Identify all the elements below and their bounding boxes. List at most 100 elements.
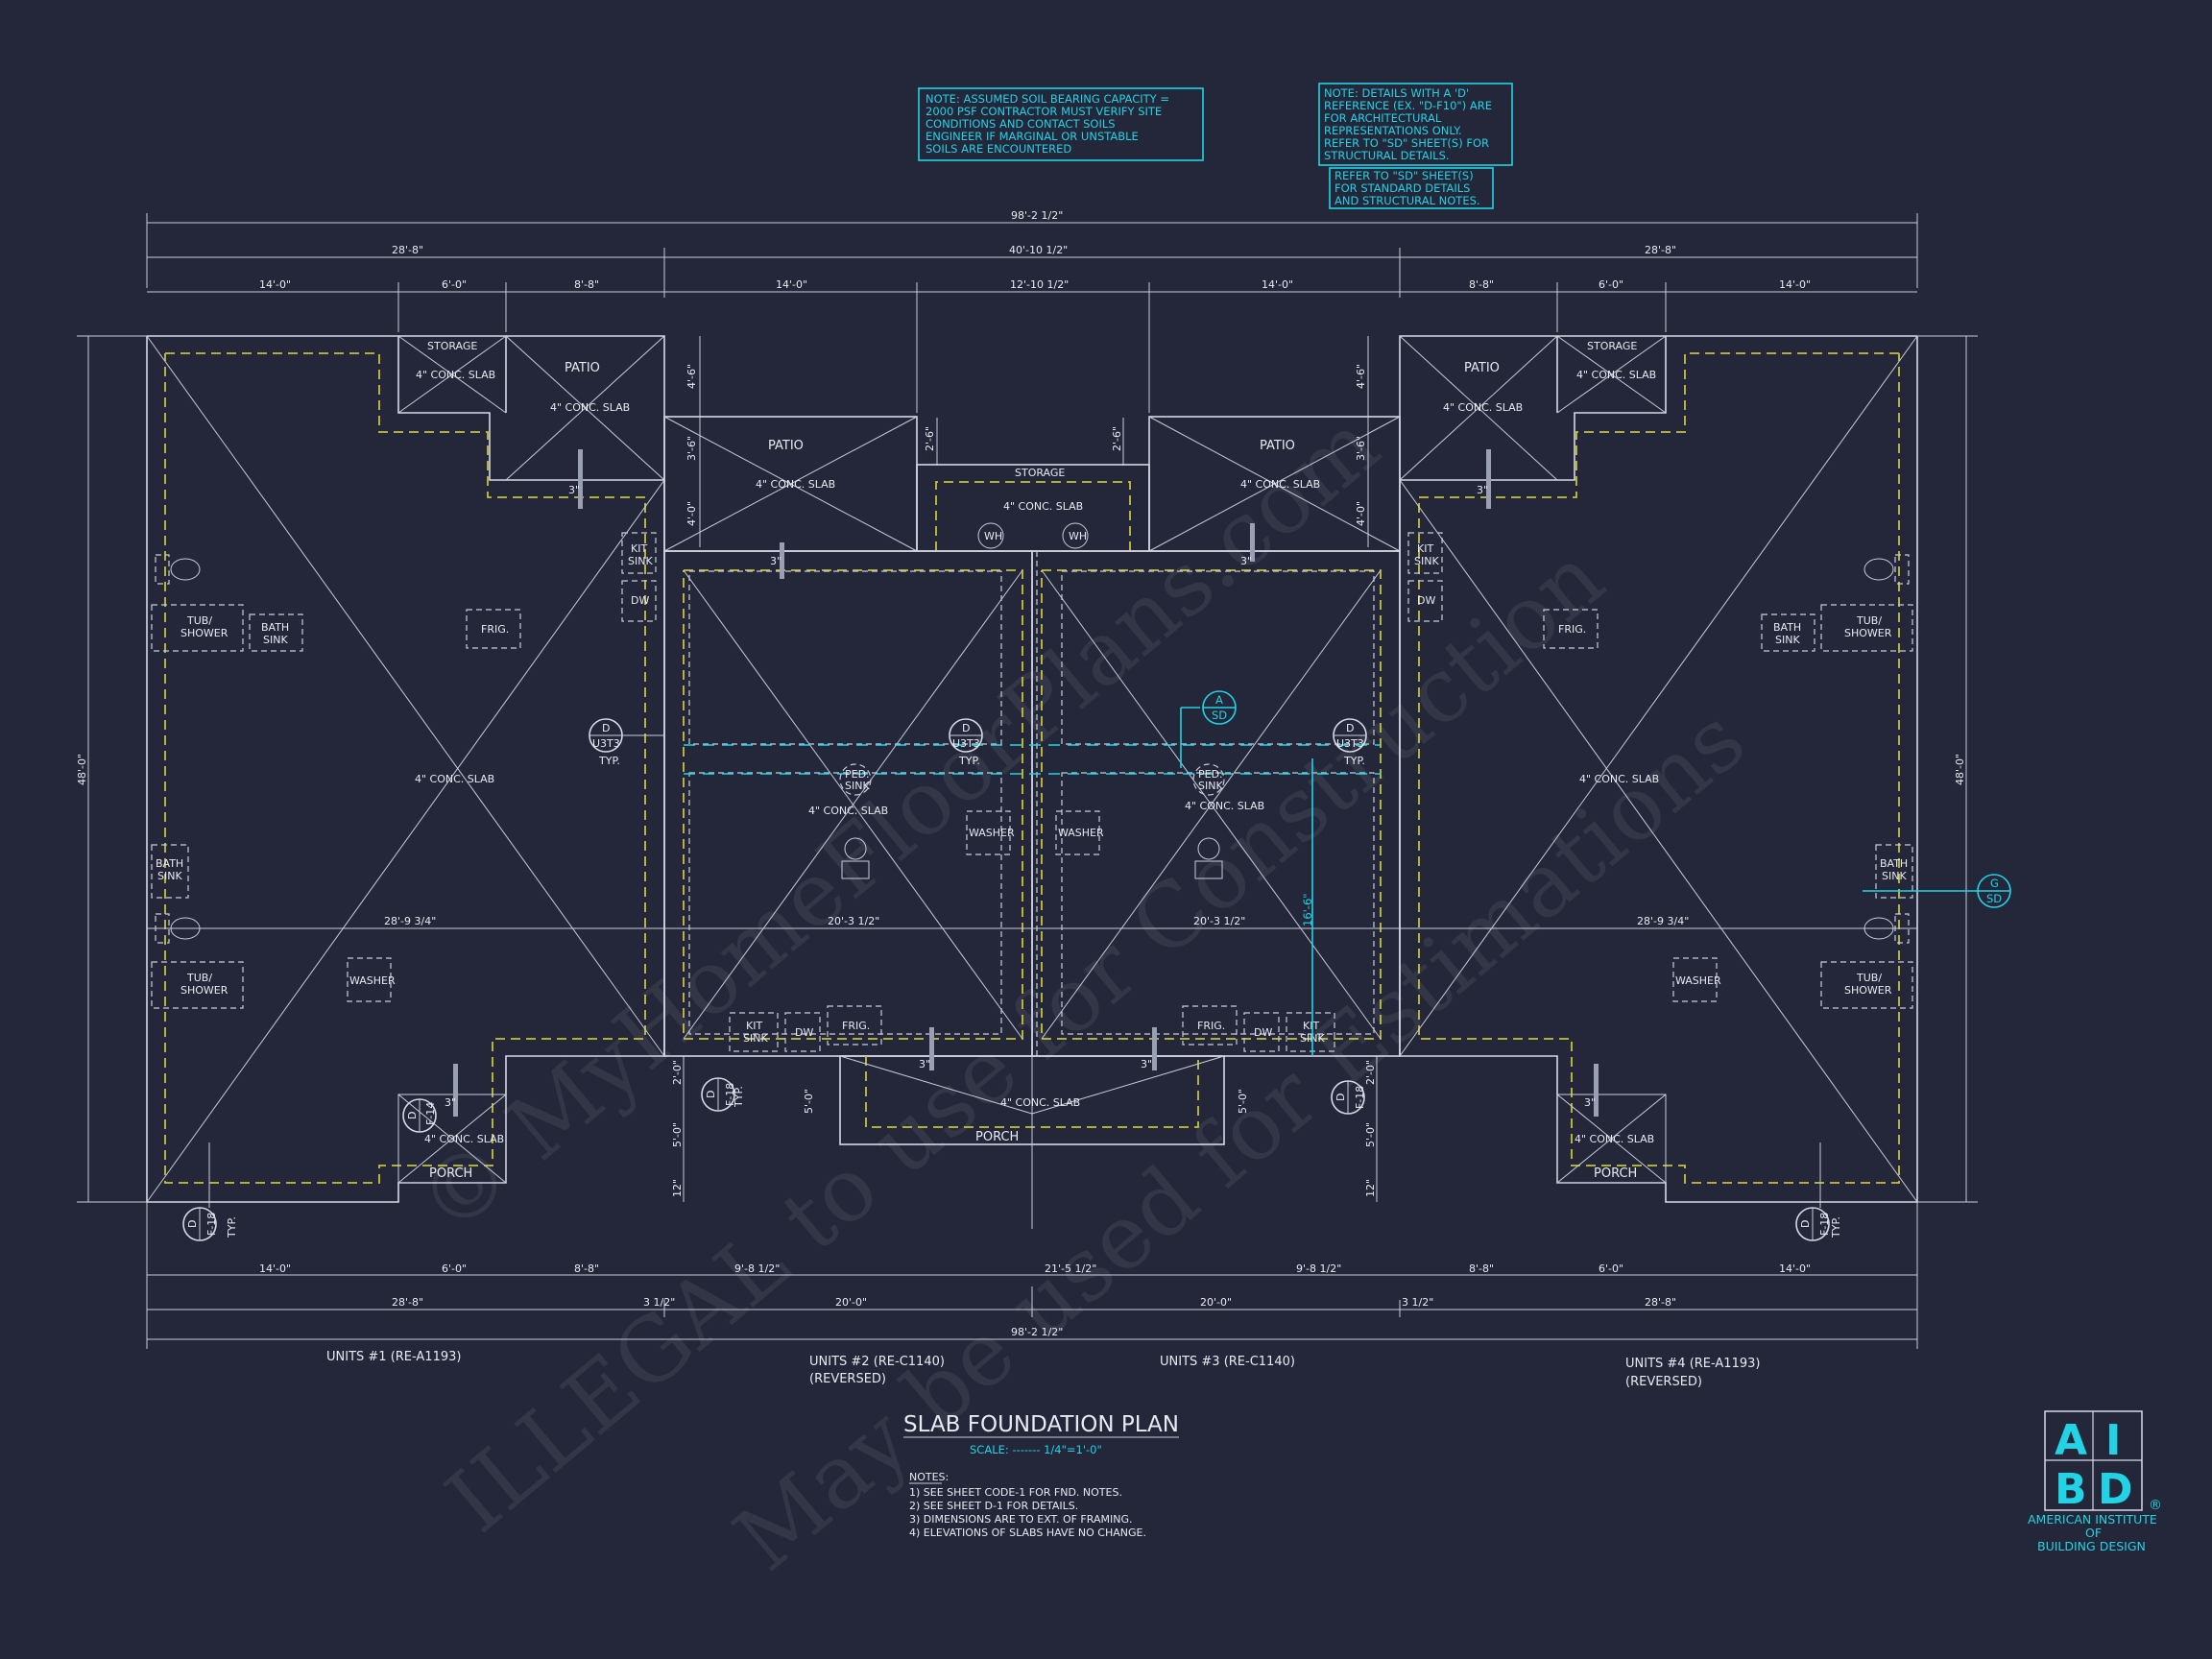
tag-f18-a: F-18 bbox=[205, 1213, 218, 1236]
dim-top-1: 14'-0" bbox=[259, 278, 291, 291]
tub-u1-2: SHOWER bbox=[180, 627, 228, 639]
tag-d-f18-c: D bbox=[1334, 1094, 1347, 1101]
dim-bot-2: 6'-0" bbox=[442, 1262, 467, 1275]
main-slab-u4: 4" CONC. SLAB bbox=[1579, 773, 1659, 785]
dim-unit1-top: 28'-8" bbox=[392, 244, 423, 256]
unit-4-reversed: (REVERSED) bbox=[1625, 1375, 1702, 1389]
dim-bot-5: 21'-5 1/2" bbox=[1045, 1262, 1096, 1275]
dim-inner-u4: 28'-9 3/4" bbox=[1637, 915, 1689, 927]
patio-label-u4: PATIO bbox=[1464, 361, 1500, 375]
patio-slab-u1: 4" CONC. SLAB bbox=[550, 401, 630, 414]
pedsink-u2-1: PED. bbox=[845, 768, 870, 781]
details-note-line-3: FOR ARCHITECTURAL bbox=[1324, 111, 1442, 125]
dim-top-9: 14'-0" bbox=[1779, 278, 1811, 291]
unit-3-label: UNITS #3 (RE-C1140) bbox=[1160, 1355, 1295, 1369]
detail-tags: D U3T3 TYP. D U3T3 TYP. D U3T3 TYP. A SD… bbox=[182, 690, 2011, 1241]
dim-bot-unit1: 28'-8" bbox=[392, 1296, 423, 1309]
details-note-line-4: REPRESENTATIONS ONLY. bbox=[1324, 124, 1462, 137]
kitsink-u3-1: KIT bbox=[1303, 1020, 1319, 1032]
frig-u2: FRIG. bbox=[842, 1020, 870, 1032]
porch-label-center: PORCH bbox=[975, 1130, 1019, 1144]
dw-u3: DW bbox=[1254, 1026, 1272, 1039]
tub-u1b-2: SHOWER bbox=[180, 984, 228, 997]
porch-label-u4: PORCH bbox=[1594, 1166, 1637, 1181]
main-slab-u1: 4" CONC. SLAB bbox=[415, 773, 494, 785]
wh-2: WH bbox=[1069, 530, 1087, 542]
tub-u4-1: TUB/ bbox=[1856, 614, 1882, 627]
tag-typ-1: TYP. bbox=[598, 755, 620, 767]
three-u1: 3" bbox=[568, 484, 580, 496]
sd-note-line-2: FOR STANDARD DETAILS bbox=[1334, 181, 1470, 195]
washer-u3: WASHER bbox=[1058, 827, 1104, 839]
patio-slab-u4: 4" CONC. SLAB bbox=[1443, 401, 1523, 414]
sd-note-line-1: REFER TO "SD" SHEET(S) bbox=[1334, 169, 1474, 182]
unit-4: STORAGE 4" CONC. SLAB PATIO 4" CONC. SLA… bbox=[1399, 335, 1918, 1203]
dim-bot-8: 6'-0" bbox=[1599, 1262, 1623, 1275]
main-slab-u2: 4" CONC. SLAB bbox=[808, 805, 888, 817]
frig-u3: FRIG. bbox=[1197, 1020, 1225, 1032]
details-note-line-5: REFER TO "SD" SHEET(S) FOR bbox=[1324, 136, 1489, 150]
logo-letter-b: B bbox=[2055, 1465, 2087, 1514]
bathsink-u4b-2: SINK bbox=[1882, 870, 1907, 882]
plan-title: SLAB FOUNDATION PLAN bbox=[903, 1412, 1179, 1437]
tag-d-1: D bbox=[602, 722, 610, 734]
bathsink-u1b-1: BATH bbox=[156, 857, 183, 870]
dim-bot-7: 8'-8" bbox=[1469, 1262, 1494, 1275]
plan-scale: SCALE: ------- 1/4"=1'-0" bbox=[970, 1443, 1102, 1456]
dim-bot-right-12: 12" bbox=[1364, 1179, 1377, 1197]
dim-bot-right-50: 5'-0" bbox=[1364, 1122, 1377, 1147]
dim-bot-left-50: 5'-0" bbox=[671, 1122, 684, 1147]
dim-bot-unit2: 20'-0" bbox=[835, 1296, 867, 1309]
tub-u1-1: TUB/ bbox=[186, 614, 212, 627]
logo-line-2: OF bbox=[2085, 1526, 2102, 1540]
soil-note-line-1: NOTE: ASSUMED SOIL BEARING CAPACITY = bbox=[926, 92, 1169, 106]
bathsink-u1-2: SINK bbox=[263, 634, 288, 646]
tub-u4b-2: SHOWER bbox=[1844, 984, 1892, 997]
dim-bot-4: 9'-8 1/2" bbox=[734, 1262, 780, 1275]
unit-1-label: UNITS #1 (RE-A1193) bbox=[326, 1350, 461, 1364]
three-porch-c1: 3" bbox=[919, 1058, 930, 1070]
dim-inner-u2: 20'-3 1/2" bbox=[828, 915, 879, 927]
dim-top-7: 8'-8" bbox=[1469, 278, 1494, 291]
main-slab-u3: 4" CONC. SLAB bbox=[1185, 800, 1264, 812]
porch-slab-u4: 4" CONC. SLAB bbox=[1575, 1133, 1654, 1145]
details-note-line-1: NOTE: DETAILS WITH A 'D' bbox=[1324, 86, 1469, 100]
tag-f14: F-14 bbox=[424, 1102, 437, 1125]
dim-unit4-top: 28'-8" bbox=[1645, 244, 1676, 256]
unit-2-label: UNITS #2 (RE-C1140) bbox=[809, 1355, 945, 1369]
dim-depth-left: 48'-0" bbox=[76, 754, 88, 785]
units-2-3: PATIO 4" CONC. SLAB 3" PATIO 4" CONC. SL… bbox=[663, 416, 1401, 1229]
tag-d-f18-a: D bbox=[186, 1220, 199, 1228]
bathsink-u4b-1: BATH bbox=[1880, 857, 1908, 870]
logo-letter-i: I bbox=[2105, 1416, 2121, 1465]
bathsink-u1b-2: SINK bbox=[157, 870, 182, 882]
tag-typ-d: TYP. bbox=[1830, 1216, 1842, 1238]
dim-bot-6: 9'-8 1/2" bbox=[1296, 1262, 1341, 1275]
porch-label-u1: PORCH bbox=[429, 1166, 472, 1181]
pedsink-u2-2: SINK bbox=[845, 780, 870, 792]
frig-u1: FRIG. bbox=[481, 623, 509, 636]
sd-note: REFER TO "SD" SHEET(S) FOR STANDARD DETA… bbox=[1329, 167, 1494, 209]
tag-typ-3: TYP. bbox=[1343, 755, 1365, 767]
bottom-dimensions: 14'-0" 6'-0" 8'-8" 9'-8 1/2" 21'-5 1/2" … bbox=[146, 1202, 1918, 1349]
tub-u4-2: SHOWER bbox=[1844, 627, 1892, 639]
dim-porch-right-50: 5'-0" bbox=[1237, 1089, 1249, 1114]
tag-g-sd: SD bbox=[1986, 892, 2002, 905]
bathsink-u4-1: BATH bbox=[1773, 621, 1801, 634]
dim-inner-u1: 28'-9 3/4" bbox=[384, 915, 436, 927]
kitsink-u2-2: SINK bbox=[743, 1032, 768, 1045]
dim-left-46: 4'-6" bbox=[685, 364, 698, 389]
dim-bot-9: 14'-0" bbox=[1779, 1262, 1811, 1275]
washer-u1: WASHER bbox=[349, 974, 396, 987]
details-note: NOTE: DETAILS WITH A 'D' REFERENCE (EX. … bbox=[1318, 83, 1513, 166]
dim-bot-3a: 3 1/2" bbox=[643, 1296, 675, 1309]
dim-bot-right-20: 2'-0" bbox=[1364, 1060, 1377, 1085]
logo-line-1: AMERICAN INSTITUTE bbox=[2028, 1512, 2157, 1527]
dim-bot-unit4: 28'-8" bbox=[1645, 1296, 1676, 1309]
tag-typ-a: TYP. bbox=[226, 1216, 238, 1238]
tag-d-f18-d: D bbox=[1799, 1220, 1812, 1228]
soil-note-line-5: SOILS ARE ENCOUNTERED bbox=[926, 142, 1071, 156]
dim-166: 16'-6" bbox=[1301, 893, 1314, 926]
logo-letter-d: D bbox=[2098, 1465, 2133, 1514]
patio-label-u1: PATIO bbox=[565, 361, 600, 375]
